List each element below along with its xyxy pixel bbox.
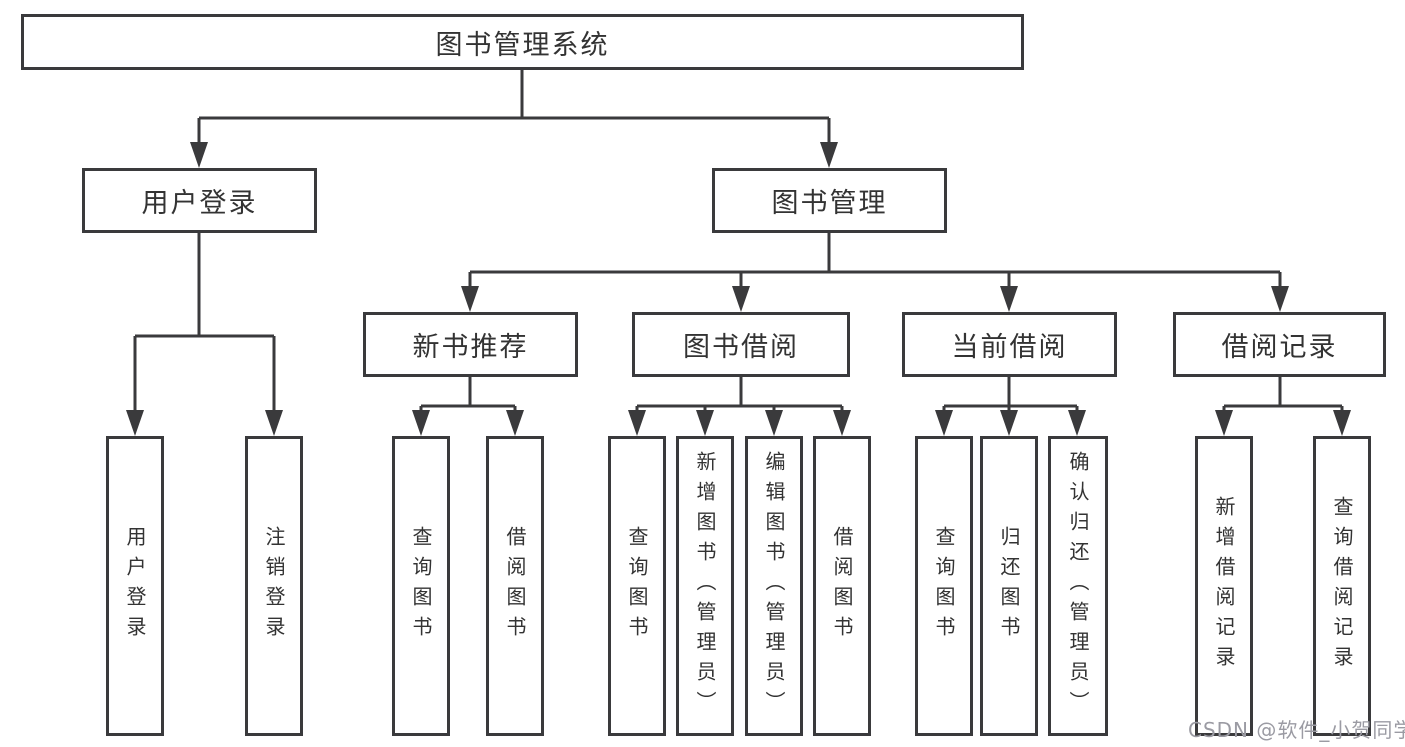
- node-label: 图书管理系统: [435, 29, 610, 61]
- leaf-label: 编辑图书（管理员）: [762, 451, 786, 721]
- leaf-label: 查询图书: [625, 526, 649, 646]
- node-borrowing-records: 借阅记录: [1173, 312, 1386, 377]
- leaf-label: 归还图书: [997, 526, 1021, 646]
- leaf-label: 查询图书: [932, 526, 956, 646]
- arrowhead-icons: [126, 142, 1351, 436]
- leaf-label: 新增借阅记录: [1212, 496, 1236, 676]
- leaf-query-books-borrowing: 查询图书: [608, 436, 666, 736]
- leaf-label: 新增图书（管理员）: [693, 451, 717, 721]
- node-current-borrowing: 当前借阅: [902, 312, 1117, 377]
- leaf-label: 借阅图书: [503, 526, 527, 646]
- node-label: 图书借阅: [683, 332, 799, 363]
- node-label: 当前借阅: [951, 332, 1068, 363]
- leaf-add-borrow-record: 新增借阅记录: [1195, 436, 1253, 736]
- leaf-query-books-current: 查询图书: [915, 436, 973, 736]
- leaf-label: 查询图书: [409, 526, 433, 646]
- node-book-borrowing: 图书借阅: [632, 312, 850, 377]
- leaf-label: 注销登录: [262, 526, 286, 646]
- leaf-add-book-admin: 新增图书（管理员）: [676, 436, 734, 736]
- node-new-book-recommendation: 新书推荐: [363, 312, 578, 377]
- node-label: 用户登录: [141, 188, 258, 219]
- leaf-query-borrow-record: 查询借阅记录: [1313, 436, 1371, 736]
- leaf-confirm-return-admin: 确认归还（管理员）: [1048, 436, 1108, 736]
- node-book-management: 图书管理: [712, 168, 947, 233]
- leaf-label: 查询借阅记录: [1330, 496, 1354, 676]
- leaf-logout: 注销登录: [245, 436, 303, 736]
- leaf-label: 借阅图书: [830, 526, 854, 646]
- node-label: 新书推荐: [412, 332, 529, 363]
- leaf-return-books: 归还图书: [980, 436, 1038, 736]
- leaf-query-books-recommend: 查询图书: [392, 436, 450, 736]
- node-label: 图书管理: [771, 188, 888, 219]
- node-library-management-system: 图书管理系统: [21, 14, 1024, 70]
- leaf-label: 确认归还（管理员）: [1066, 451, 1090, 721]
- node-user-login: 用户登录: [82, 168, 317, 233]
- leaf-edit-book-admin: 编辑图书（管理员）: [745, 436, 803, 736]
- leaf-label: 用户登录: [123, 526, 147, 646]
- node-label: 借阅记录: [1221, 332, 1338, 363]
- watermark: CSDN @软件_小贺同学: [1188, 718, 1405, 742]
- leaf-user-login: 用户登录: [106, 436, 164, 736]
- leaf-borrow-books-borrowing: 借阅图书: [813, 436, 871, 736]
- leaf-borrow-books-recommend: 借阅图书: [486, 436, 544, 736]
